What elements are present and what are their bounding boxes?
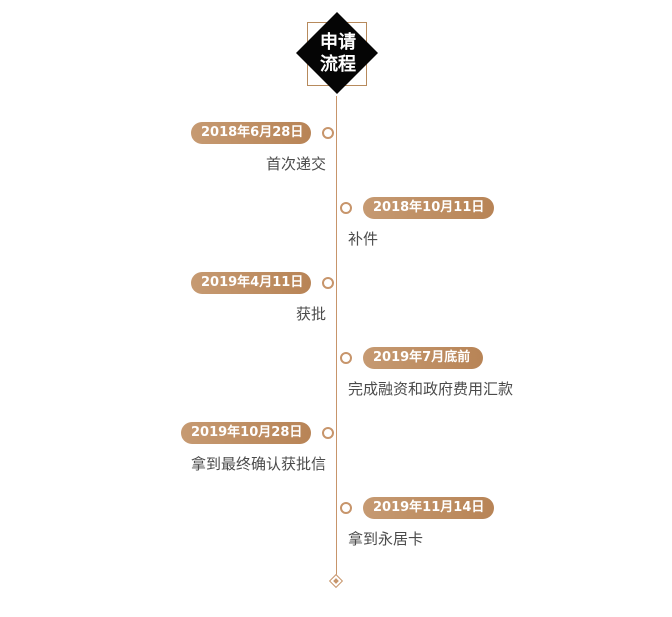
timeline-item: 2019年11月14日 拿到永居卡 [0,495,672,555]
header-title: 申请 流程 [296,12,380,96]
date-pill: 2018年6月28日 [191,122,311,144]
date-pill: 2019年11月14日 [363,497,494,519]
header-title-line-1: 申请 [320,32,356,53]
timeline-dot [322,427,334,439]
timeline-item: 2019年10月28日 拿到最终确认获批信 [0,420,672,480]
date-pill: 2019年7月底前 [363,347,483,369]
step-caption: 拿到永居卡 [348,530,424,548]
step-caption: 拿到最终确认获批信 [190,455,326,473]
step-caption: 完成融资和政府费用汇款 [348,380,514,398]
date-pill: 2019年4月11日 [191,272,311,294]
header-title-line-2: 流程 [320,54,356,75]
timeline-item: 2018年10月11日 补件 [0,195,672,255]
step-caption: 首次递交 [265,155,326,173]
date-pill: 2018年10月11日 [363,197,494,219]
timeline-item: 2018年6月28日 首次递交 [0,120,672,180]
timeline-line [336,96,337,576]
timeline-item: 2019年7月底前 完成融资和政府费用汇款 [0,345,672,405]
timeline-end-diamond-icon [328,573,344,589]
timeline-dot [322,127,334,139]
process-header: 申请 流程 [295,11,380,96]
step-caption: 补件 [348,230,379,248]
timeline-dot [340,352,352,364]
timeline-dot [322,277,334,289]
timeline-dot [340,502,352,514]
step-caption: 获批 [295,305,326,323]
timeline-dot [340,202,352,214]
date-pill: 2019年10月28日 [181,422,311,444]
timeline-item: 2019年4月11日 获批 [0,270,672,330]
